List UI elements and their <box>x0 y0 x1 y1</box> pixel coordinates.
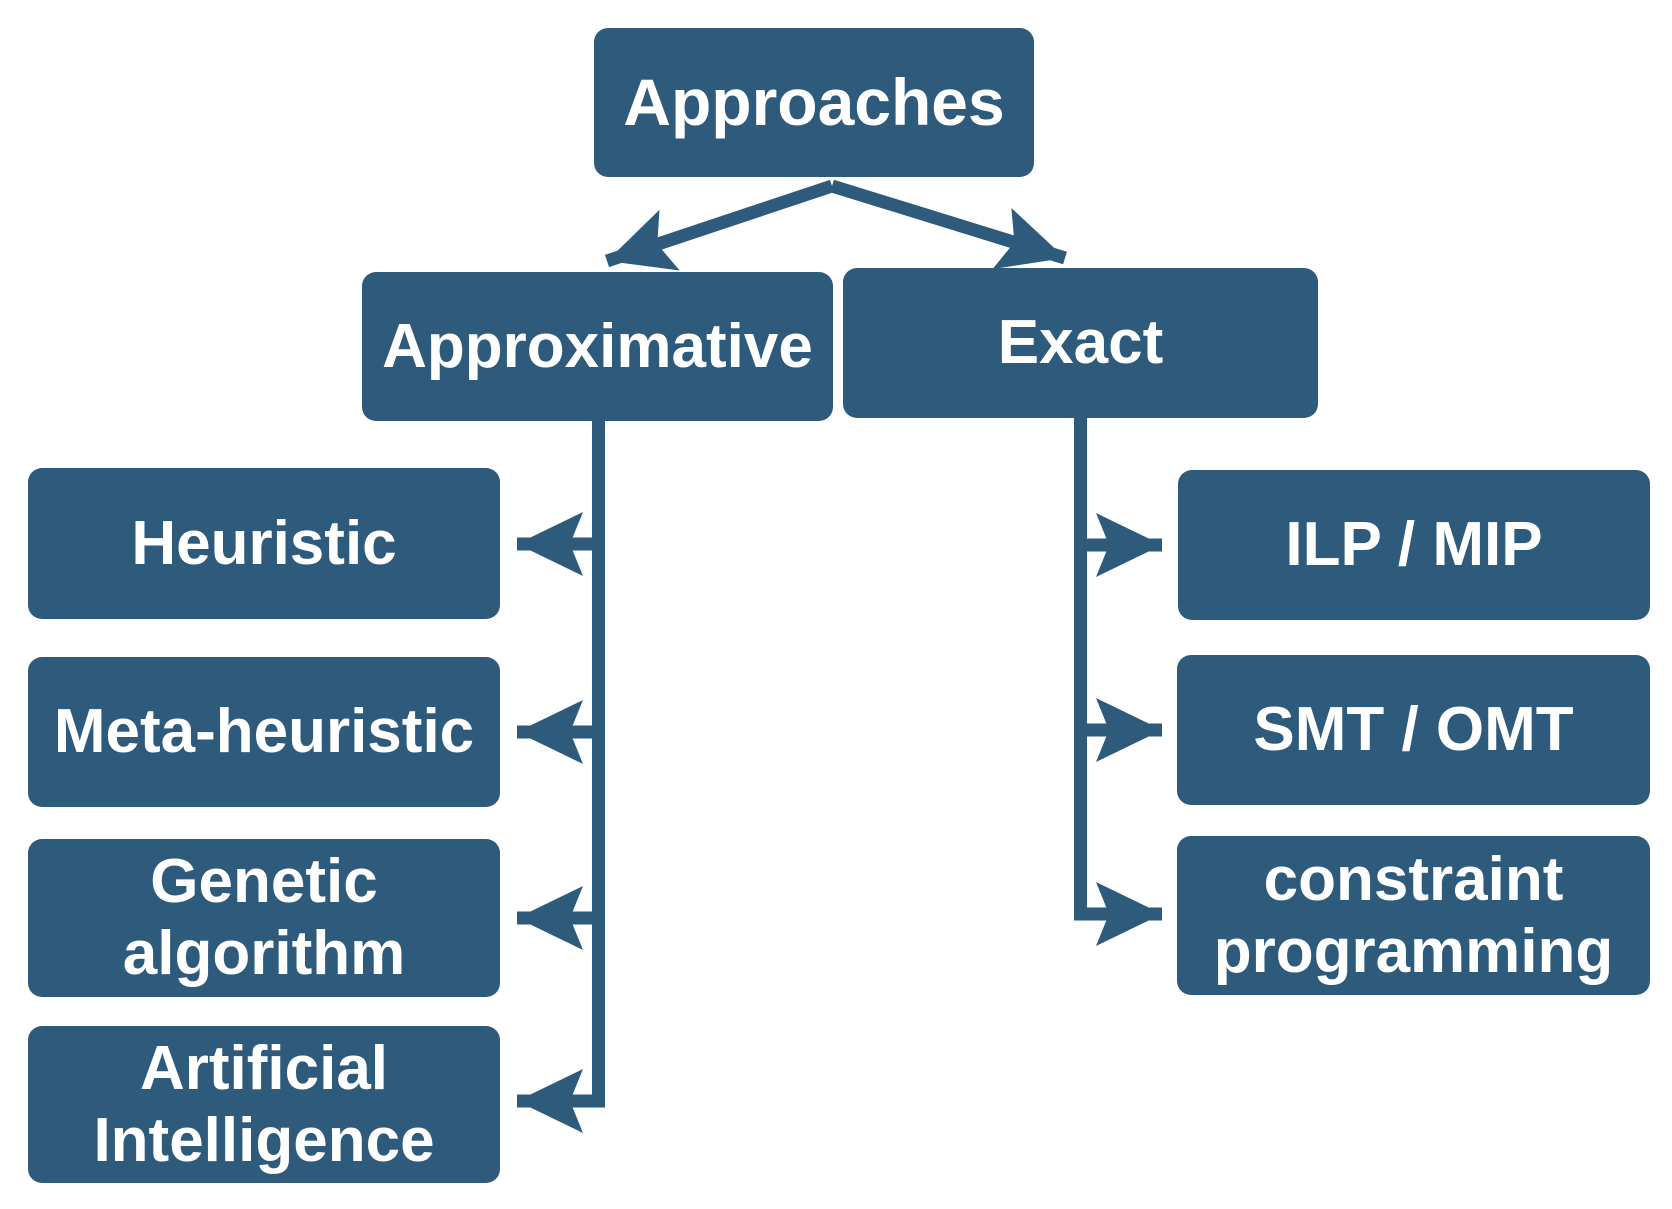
node-heuristic-label: Heuristic <box>131 508 397 578</box>
node-approaches-label: Approaches <box>623 65 1005 140</box>
node-genetic-algorithm-label: Genetic algorithm <box>122 847 406 988</box>
node-smt-omt: SMT / OMT <box>1177 655 1650 805</box>
node-artificial-intelligence-label: Artificial Intelligence <box>93 1033 435 1175</box>
node-approximative: Approximative <box>362 272 833 421</box>
node-ilp-mip: ILP / MIP <box>1178 470 1650 620</box>
node-ilp-mip-label: ILP / MIP <box>1285 510 1543 580</box>
node-approximative-label: Approximative <box>382 311 813 381</box>
node-constraint-programming: constraint programming <box>1177 836 1650 995</box>
node-approaches: Approaches <box>594 28 1034 177</box>
node-meta-heuristic-label: Meta-heuristic <box>53 697 475 767</box>
node-smt-omt-label: SMT / OMT <box>1253 695 1574 765</box>
node-exact-label: Exact <box>997 308 1164 378</box>
node-heuristic: Heuristic <box>28 468 500 619</box>
node-genetic-algorithm: Genetic algorithm <box>28 839 500 997</box>
edge-approaches-approximative <box>604 179 835 271</box>
edge-approaches-exact <box>830 179 1067 270</box>
node-constraint-programming-label: constraint programming <box>1213 844 1614 986</box>
node-artificial-intelligence: Artificial Intelligence <box>28 1026 500 1183</box>
node-exact: Exact <box>843 268 1318 418</box>
edge-exact-constraint-programming <box>1074 416 1162 946</box>
edge-approximative-artificial-intelligence <box>517 419 605 1133</box>
node-meta-heuristic: Meta-heuristic <box>28 657 500 807</box>
